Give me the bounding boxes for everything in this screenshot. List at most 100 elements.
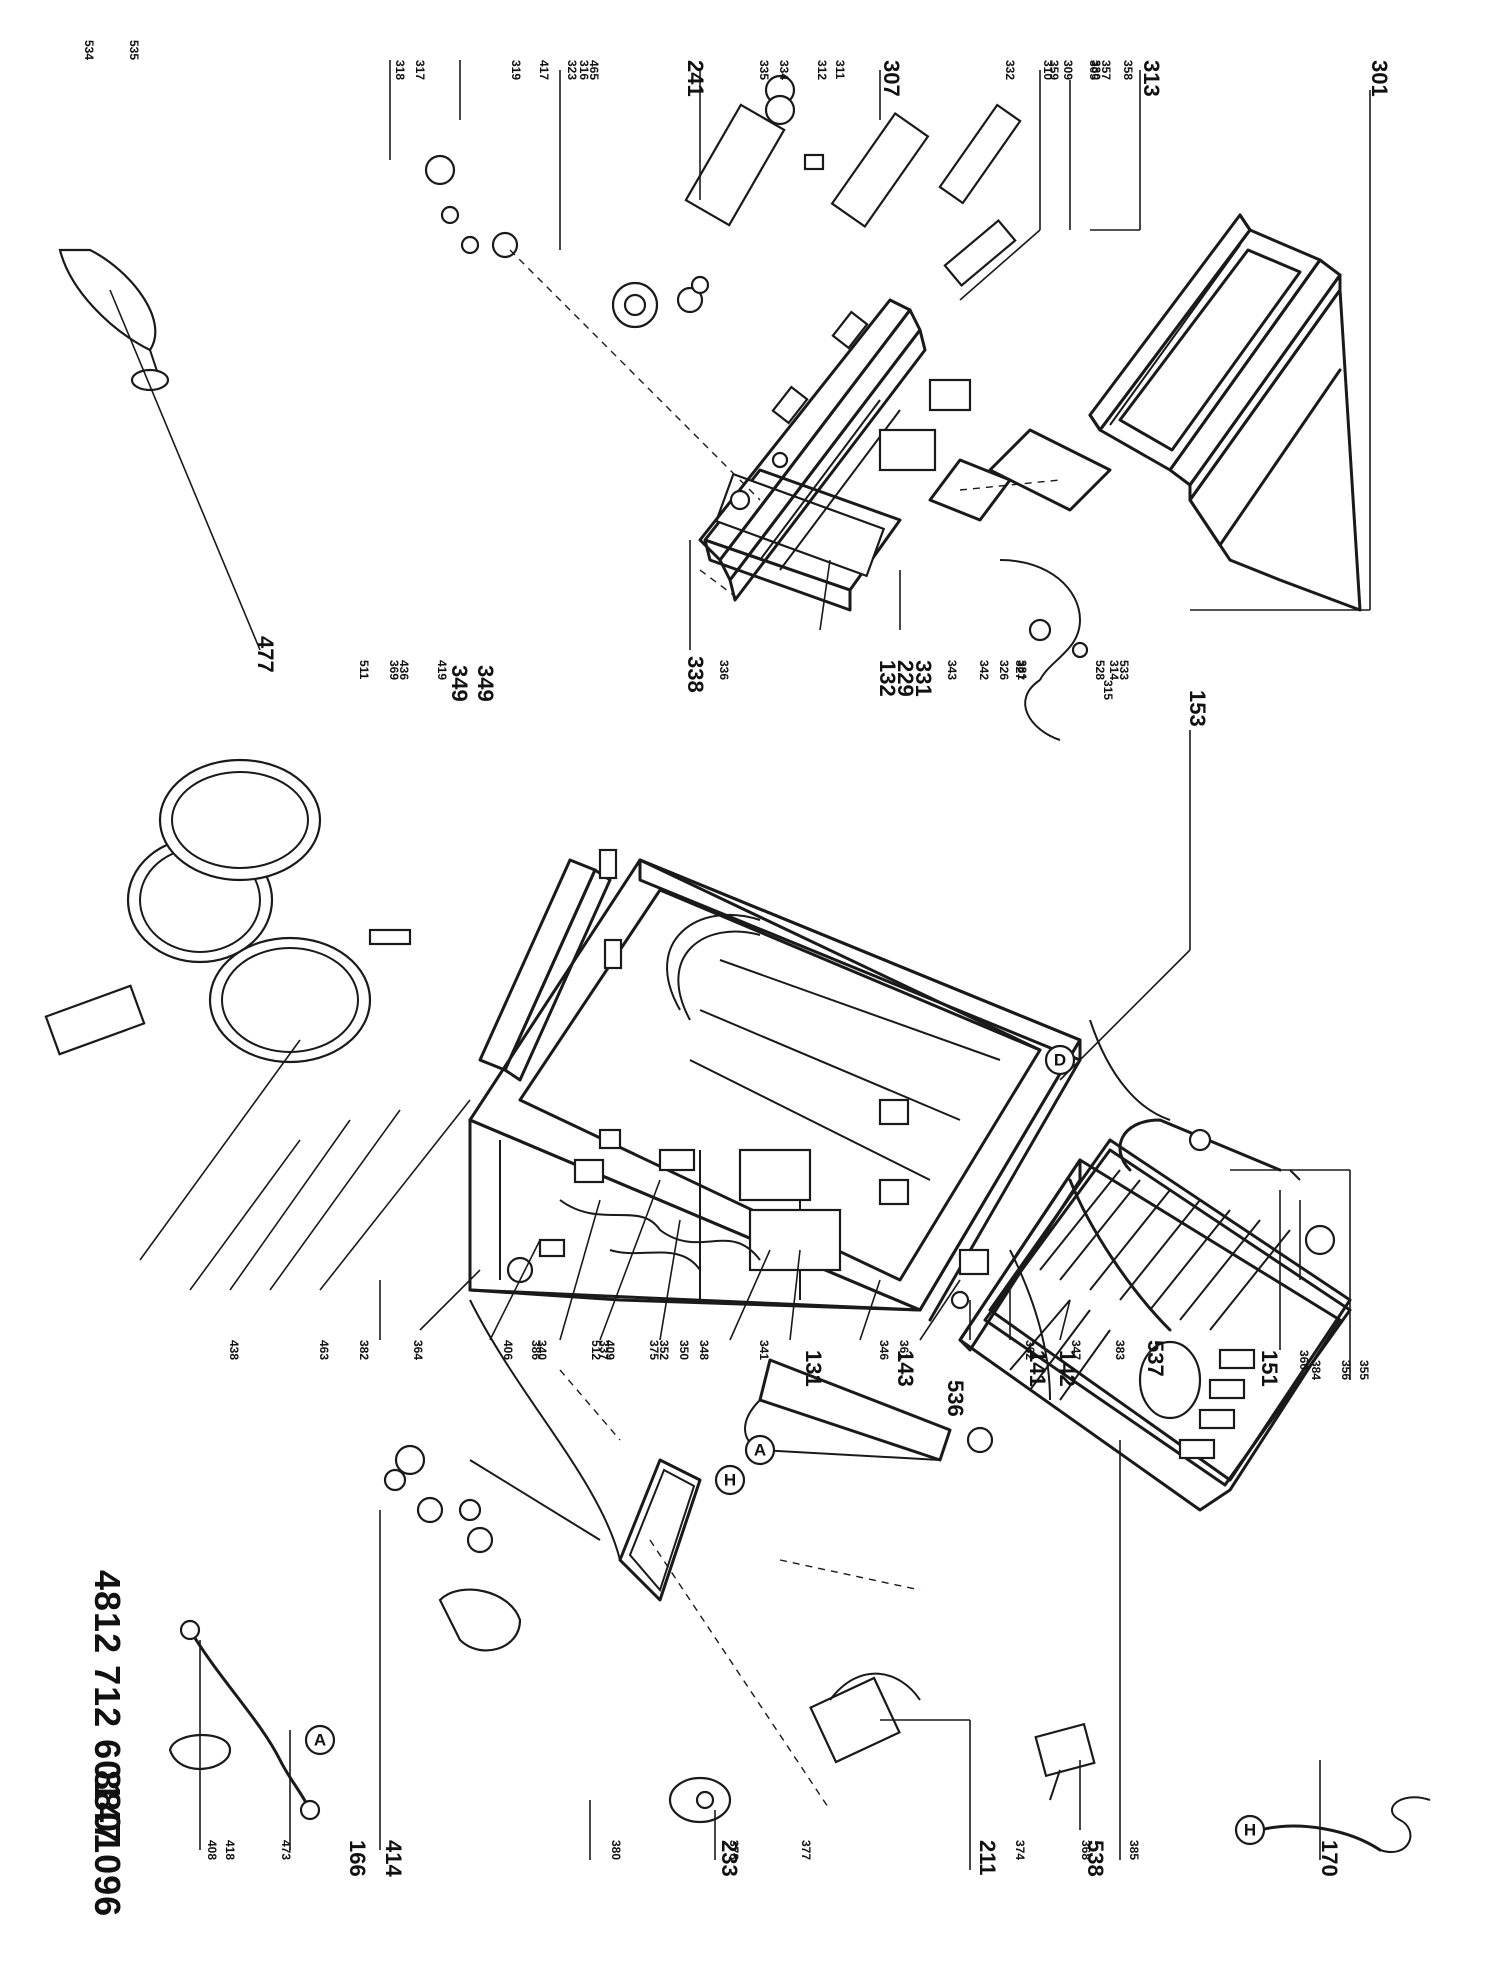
part-label-536: 536 <box>943 1380 968 1417</box>
part-label-348: 348 <box>697 1340 711 1360</box>
part-label-153: 153 <box>1185 690 1210 727</box>
part-label-537: 537 <box>1143 1340 1168 1377</box>
part-label-381: 381 <box>1015 660 1029 680</box>
part-label-364: 364 <box>411 1340 425 1360</box>
part-label-534: 534 <box>82 40 96 60</box>
connection-marker-h-upper: H <box>714 1464 746 1496</box>
part-label-301: 301 <box>1367 60 1392 97</box>
part-label-211: 211 <box>975 1840 1000 1876</box>
part-label-335: 335 <box>757 60 771 80</box>
part-label-369: 369 <box>387 660 401 680</box>
part-label-361: 361 <box>897 1340 911 1360</box>
part-label-535: 535 <box>127 40 141 60</box>
part-label-347: 347 <box>1069 1340 1083 1360</box>
part-label-358: 358 <box>1121 60 1135 80</box>
part-label-377: 377 <box>799 1840 813 1860</box>
connection-marker-d: D <box>1044 1044 1076 1076</box>
part-label-334: 334 <box>777 60 791 80</box>
part-label-414: 414 <box>381 1840 406 1877</box>
wire-harness <box>1009 1019 1431 1853</box>
part-label-337: 337 <box>597 1340 611 1360</box>
part-label-385: 385 <box>1127 1840 1141 1860</box>
part-label-512: 512 <box>589 1340 603 1360</box>
part-label-362: 362 <box>1023 1340 1037 1360</box>
part-label-315: 315 <box>1101 680 1115 700</box>
part-label-309: 309 <box>1061 60 1075 80</box>
part-label-170: 170 <box>1317 1840 1342 1877</box>
svg-text:A: A <box>314 1731 326 1750</box>
part-label-349: 349 <box>447 665 472 702</box>
part-label-375: 375 <box>647 1340 661 1360</box>
part-label-349: 349 <box>473 665 498 702</box>
part-label-359: 359 <box>1047 60 1061 80</box>
part-label-318: 318 <box>393 60 407 80</box>
drawing-code: 8801096 <box>87 1770 128 1917</box>
inspection-opening <box>1138 1340 1202 1420</box>
connection-marker-a-upper: A <box>744 1434 776 1466</box>
part-label-533: 533 <box>1117 660 1131 680</box>
part-label-241: 241 <box>683 60 708 97</box>
part-label-342: 342 <box>977 660 991 680</box>
part-label-313: 313 <box>1139 60 1164 97</box>
part-label-314: 314 <box>1107 660 1121 680</box>
part-label-463: 463 <box>317 1340 331 1360</box>
part-label-538: 538 <box>1083 1840 1108 1877</box>
thermostat <box>668 1776 732 1824</box>
connection-marker-h-lower: H <box>1234 1814 1266 1846</box>
lint-filter <box>58 248 170 392</box>
part-label-305: 305 <box>1087 60 1101 80</box>
part-label-382: 382 <box>357 1340 371 1360</box>
part-label-143: 143 <box>893 1350 918 1387</box>
part-label-409: 409 <box>603 1340 617 1360</box>
svg-text:A: A <box>754 1441 766 1460</box>
part-label-406: 406 <box>501 1340 515 1360</box>
part-label-356: 356 <box>1339 1360 1353 1380</box>
part-label-151: 151 <box>1257 1350 1282 1387</box>
connection-marker-a-lower: A <box>304 1724 336 1756</box>
part-label-436: 436 <box>397 660 411 680</box>
leader-lines <box>109 60 1371 1870</box>
part-label-332: 332 <box>1003 60 1017 80</box>
part-label-317: 317 <box>413 60 427 80</box>
part-label-417: 417 <box>537 60 551 80</box>
connection-lines <box>509 249 1061 1811</box>
part-label-380: 380 <box>609 1840 623 1860</box>
part-label-326: 326 <box>997 660 1011 680</box>
part-label-340: 340 <box>535 1340 549 1360</box>
svg-text:D: D <box>1054 1051 1066 1070</box>
part-label-336: 336 <box>717 660 731 680</box>
part-label-319: 319 <box>509 60 523 80</box>
door-seal-frame <box>618 1458 702 1602</box>
part-label-528: 528 <box>1093 660 1107 680</box>
part-label-383: 383 <box>1113 1340 1127 1360</box>
part-label-323: 323 <box>565 60 579 80</box>
part-label-386: 386 <box>529 1340 543 1360</box>
relay-block <box>573 1158 605 1184</box>
part-label-357: 357 <box>1099 60 1113 80</box>
drain-pump <box>1034 1722 1096 1801</box>
part-label-338: 338 <box>683 656 708 693</box>
part-label-368: 368 <box>1079 1840 1093 1860</box>
part-label-360: 360 <box>1297 1350 1311 1370</box>
part-label-511: 511 <box>357 660 371 680</box>
cabinet-frame <box>468 858 1082 1322</box>
part-label-312: 312 <box>815 60 829 80</box>
svg-text:H: H <box>724 1471 736 1490</box>
part-label-418: 418 <box>223 1840 237 1860</box>
part-label-408: 408 <box>205 1840 219 1860</box>
control-fascia <box>698 298 972 602</box>
top-cover <box>1088 213 1362 612</box>
part-label-233: 233 <box>717 1840 742 1877</box>
document-number: 4812 712 60147 <box>87 1570 128 1844</box>
porthole-door <box>44 758 412 1064</box>
front-panel <box>958 1138 1352 1512</box>
part-label-350: 350 <box>677 1340 691 1360</box>
part-label-477: 477 <box>253 636 278 673</box>
part-label-229: 229 <box>893 660 918 697</box>
part-label-142: 142 <box>1055 1350 1080 1387</box>
motor-unit <box>809 1672 921 1764</box>
part-label-327: 327 <box>1013 660 1027 680</box>
part-label-331: 331 <box>911 660 936 697</box>
part-label-378: 378 <box>727 1840 741 1860</box>
